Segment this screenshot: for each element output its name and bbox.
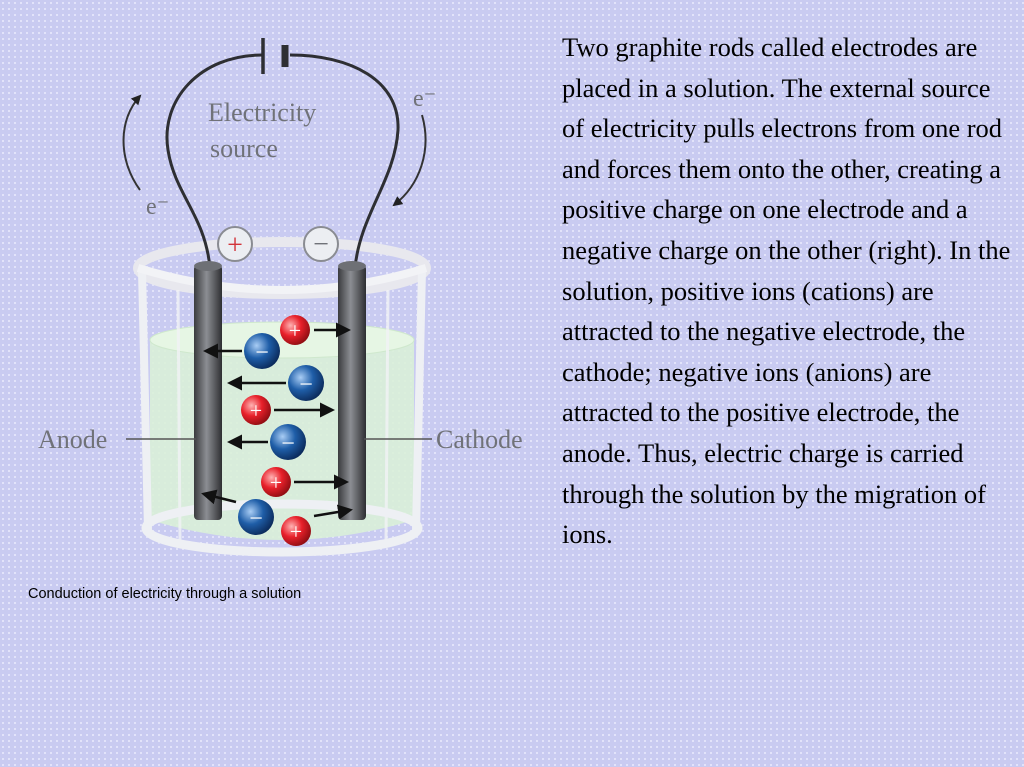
anion-sign: − [281, 431, 295, 457]
positive-terminal [217, 226, 253, 262]
electron-label-left: e⁻ [146, 194, 169, 220]
cation [280, 315, 310, 345]
anode-label: Anode [38, 425, 107, 454]
electrolysis-diagram: Electricity source e⁻ e⁻ + − − − − − + +… [38, 38, 523, 557]
cation-sign: + [290, 519, 302, 544]
beaker [133, 237, 431, 557]
anode-rod-top [194, 261, 222, 271]
beaker-base [141, 499, 423, 557]
source-label-line2: source [210, 134, 278, 163]
wire-left [165, 53, 263, 269]
anion [244, 333, 280, 369]
cation-sign: + [289, 318, 301, 343]
cathode-label: Cathode [436, 425, 523, 454]
cation-sign: + [250, 398, 262, 423]
beaker-wall-right [412, 269, 426, 531]
cathode-rod-top [338, 261, 366, 271]
arrow-right [313, 504, 353, 520]
electron-flow-arrow-left [122, 94, 142, 191]
description-text: Two graphite rods called electrodes are … [562, 32, 1011, 550]
circuit-wires [165, 38, 400, 269]
anion [270, 424, 306, 460]
anion [238, 499, 274, 535]
cation [241, 395, 271, 425]
anode-rod [194, 265, 222, 520]
cation [281, 516, 311, 546]
electron-label-right: e⁻ [413, 86, 436, 112]
arrow-left [201, 489, 237, 505]
ion-motion-arrows [201, 322, 353, 520]
anion-sign: − [299, 372, 313, 398]
ions: − − − − + + + + [238, 315, 324, 546]
beaker-wall-left [138, 269, 152, 531]
beaker-wall-mid-left [176, 289, 182, 541]
anion-sign: − [255, 340, 269, 366]
source-label-line1: Electricity [208, 98, 316, 127]
wire-right [289, 53, 400, 269]
beaker-wall-mid-right [384, 289, 390, 541]
anion-sign: − [249, 506, 263, 532]
cation-sign: + [270, 470, 282, 495]
positive-terminal-sign: + [227, 230, 243, 261]
figure-caption: Conduction of electricity through a solu… [28, 586, 302, 602]
negative-terminal [303, 226, 339, 262]
electron-flow-arrow-right [392, 114, 427, 207]
cation [261, 467, 291, 497]
anion [288, 365, 324, 401]
beaker-rim-front [136, 264, 428, 294]
negative-terminal-sign: − [313, 229, 329, 260]
